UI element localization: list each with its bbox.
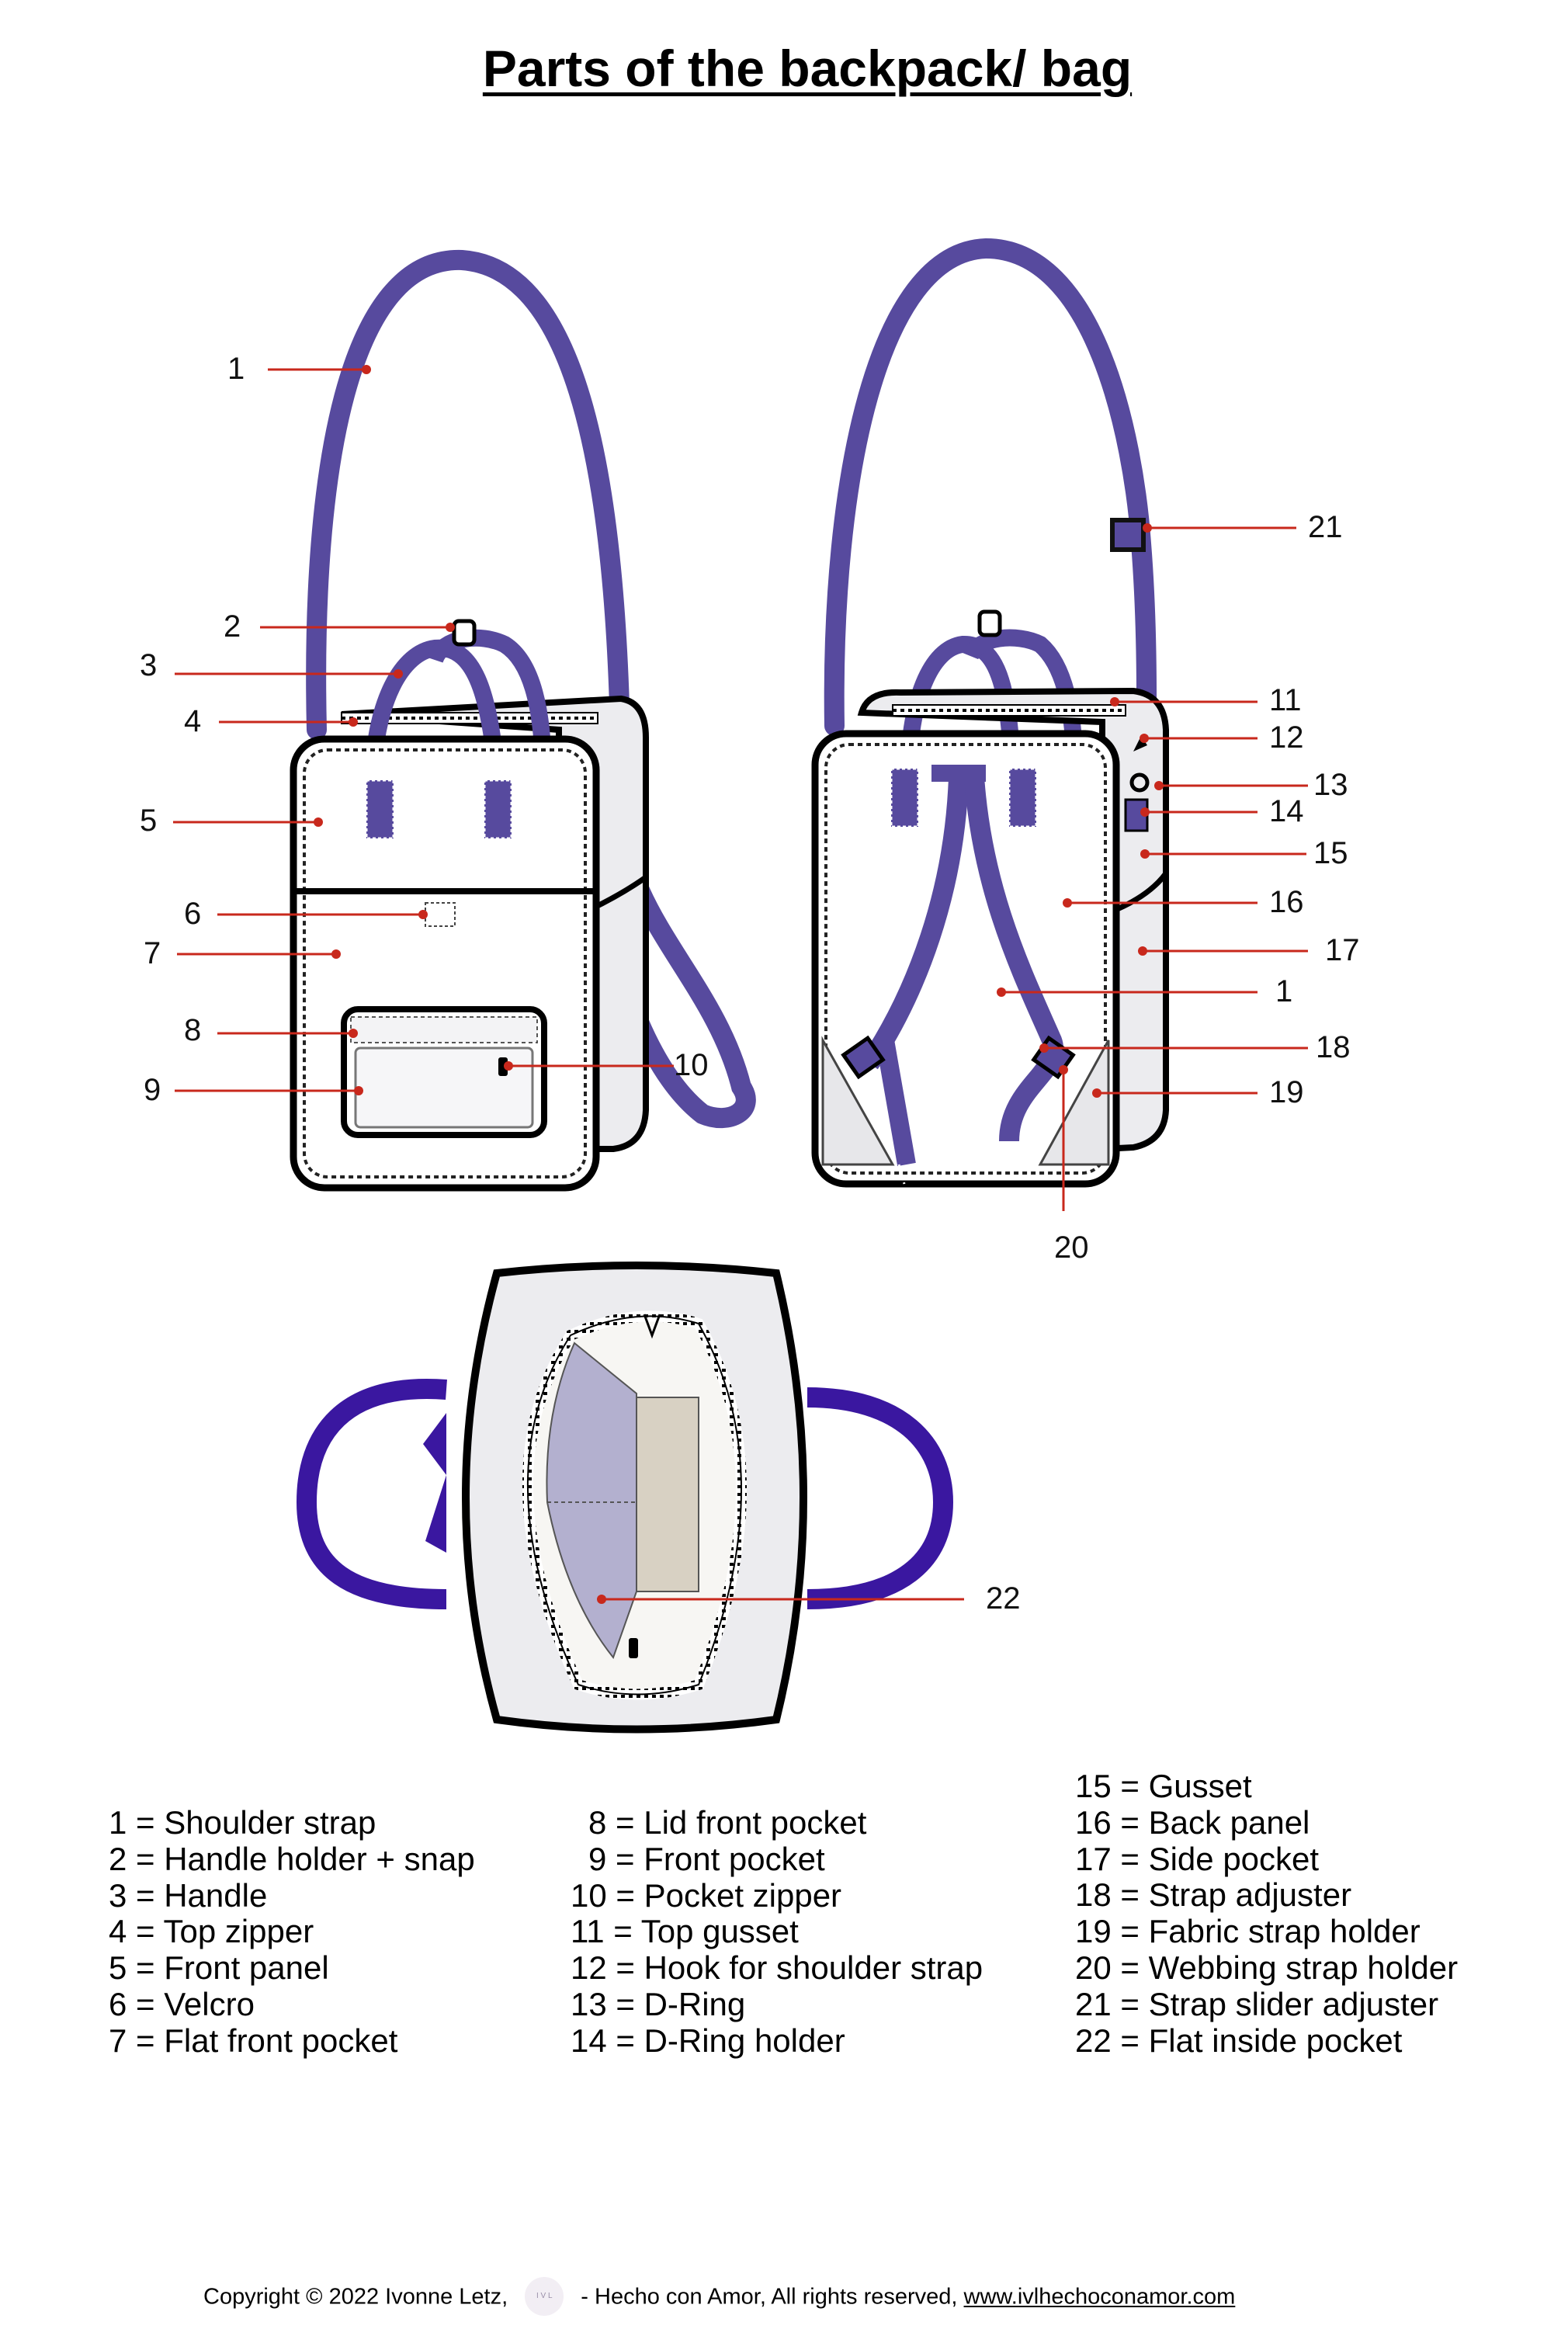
strap-top-tab bbox=[931, 765, 986, 782]
legend-item: 1 = Shoulder strap bbox=[109, 1804, 376, 1841]
legend-item: 21 = Strap slider adjuster bbox=[1075, 1985, 1439, 2022]
callout-5: 5 bbox=[140, 804, 157, 838]
backpack-strap-right bbox=[964, 776, 1063, 1142]
legend-item: 18 = Strap adjuster bbox=[1075, 1876, 1352, 1914]
velcro bbox=[425, 902, 456, 927]
footer-tagline: Hecho con Amor, All rights reserved, bbox=[595, 2284, 958, 2310]
legend-item: 3 = Handle bbox=[109, 1876, 268, 1914]
legend-item: 13 = D-Ring bbox=[571, 1985, 746, 2022]
copyright-text: Copyright © 2022 Ivonne Letz, bbox=[203, 2284, 508, 2310]
back-handle-tab-right bbox=[1008, 767, 1038, 828]
strap-hook bbox=[1133, 736, 1147, 751]
legend-item: 16 = Back panel bbox=[1075, 1803, 1310, 1841]
legend-item: 2 = Handle holder + snap bbox=[109, 1840, 475, 1877]
callout-12: 12 bbox=[1269, 720, 1304, 755]
handle-right bbox=[426, 629, 552, 777]
legend-item: 5 = Front panel bbox=[109, 1949, 329, 1987]
legend-column-2: 8 = Lid front pocket 9 = Front pocket 10… bbox=[571, 1804, 983, 2060]
legend-item: 17 = Side pocket bbox=[1075, 1840, 1320, 1877]
callout-7: 7 bbox=[144, 936, 161, 970]
legend-item: 7 = Flat front pocket bbox=[109, 2022, 398, 2059]
webbing-left bbox=[876, 1038, 916, 1167]
legend-item: 22 = Flat inside pocket bbox=[1075, 2022, 1403, 2059]
back-shoulder-strap bbox=[824, 238, 1157, 779]
callout-1: 1 bbox=[227, 352, 245, 386]
callout-19: 19 bbox=[1269, 1075, 1304, 1109]
callout-14: 14 bbox=[1269, 794, 1304, 828]
callout-numbers: 1 2 3 4 5 6 7 8 9 10 11 12 13 14 15 16 1… bbox=[140, 352, 1360, 1616]
inner-lining bbox=[636, 1397, 699, 1592]
handle-tab-right bbox=[483, 779, 513, 840]
legend-item: 9 = Front pocket bbox=[588, 1840, 825, 1877]
callout-4: 4 bbox=[184, 704, 201, 738]
legend-item: 10 = Pocket zipper bbox=[571, 1876, 842, 1914]
callout-17: 17 bbox=[1325, 933, 1360, 967]
open-view bbox=[296, 1262, 954, 1734]
legend-column-1: 1 = Shoulder strap 2 = Handle holder + s… bbox=[109, 1804, 475, 2060]
legend-item: 6 = Velcro bbox=[109, 1985, 255, 2022]
callout-22: 22 bbox=[986, 1581, 1021, 1616]
fabric-strap-holder-right bbox=[1038, 1040, 1110, 1166]
fabric-strap-holder-left bbox=[821, 1036, 895, 1166]
callout-9: 9 bbox=[144, 1073, 161, 1107]
front-view bbox=[290, 249, 756, 1192]
strap-slider bbox=[1110, 518, 1146, 552]
callout-15: 15 bbox=[1313, 836, 1348, 870]
callout-13: 13 bbox=[1313, 768, 1348, 802]
handle-tab-left bbox=[365, 779, 395, 840]
flat-inside-pocket bbox=[546, 1342, 637, 1660]
back-handle-snap bbox=[977, 609, 1002, 637]
callout-20: 20 bbox=[1054, 1230, 1089, 1265]
callout-1b: 1 bbox=[1275, 974, 1292, 1008]
legend-item: 20 = Webbing strap holder bbox=[1075, 1949, 1459, 1986]
d-ring bbox=[1129, 772, 1150, 793]
legend-item: 19 = Fabric strap holder bbox=[1075, 1913, 1421, 1950]
callout-3: 3 bbox=[140, 648, 157, 682]
callout-11: 11 bbox=[1269, 683, 1302, 717]
open-handle-left bbox=[296, 1379, 447, 1609]
legend-item: 8 = Lid front pocket bbox=[588, 1804, 867, 1841]
open-handle-right bbox=[807, 1387, 954, 1609]
legend-item: 15 = Gusset bbox=[1075, 1768, 1252, 1804]
callout-2: 2 bbox=[224, 609, 241, 644]
website-link[interactable]: www.ivlhechoconamor.com bbox=[963, 2284, 1236, 2310]
backpack-strap-left bbox=[861, 776, 969, 1070]
callout-16: 16 bbox=[1269, 885, 1304, 919]
callout-8: 8 bbox=[184, 1013, 201, 1047]
callout-lines bbox=[173, 365, 1308, 1604]
legend-item: 11 = Top gusset bbox=[571, 1913, 799, 1950]
callout-10: 10 bbox=[674, 1048, 709, 1082]
legend-item: 12 = Hook for shoulder strap bbox=[571, 1949, 983, 1987]
callout-21: 21 bbox=[1308, 510, 1343, 544]
strap-adjuster-left bbox=[841, 1035, 886, 1080]
footer-separator: - bbox=[581, 2284, 588, 2310]
legend-item: 4 = Top zipper bbox=[109, 1913, 314, 1950]
pocket-zipper bbox=[498, 1057, 508, 1076]
handle-snap bbox=[452, 619, 477, 647]
callout-18: 18 bbox=[1316, 1030, 1351, 1064]
footer: Copyright © 2022 Ivonne Letz, I V L - He… bbox=[203, 2277, 1236, 2317]
back-view bbox=[811, 238, 1169, 1188]
page-title: Parts of the backpack/ bag bbox=[482, 40, 1133, 97]
brand-logo-icon: I V L bbox=[525, 2277, 564, 2316]
legend-item: 14 = D-Ring holder bbox=[571, 2022, 845, 2059]
back-top-zipper bbox=[892, 704, 1126, 717]
callout-6: 6 bbox=[184, 897, 201, 931]
legend-column-3: 15 = Gusset 16 = Back panel 17 = Side po… bbox=[1075, 1768, 1458, 2059]
back-handle-tab-left bbox=[890, 767, 920, 828]
